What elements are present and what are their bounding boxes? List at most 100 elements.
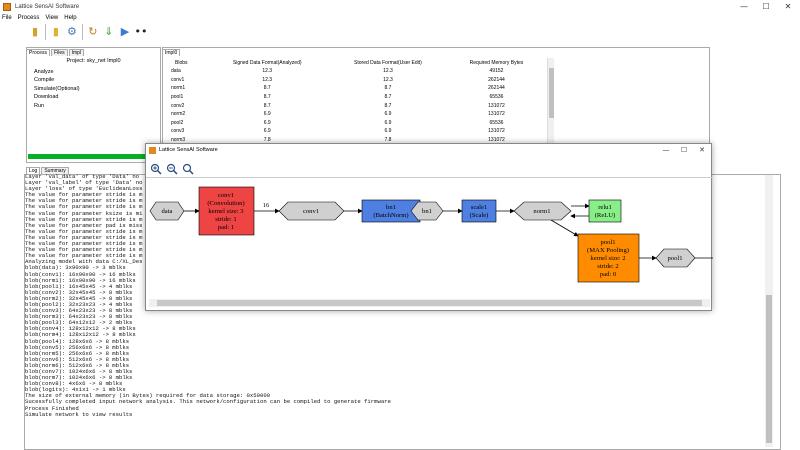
menu-file[interactable]: File — [2, 14, 12, 21]
tab-files[interactable]: Files — [51, 49, 68, 56]
node-conv1-label: conv1 — [303, 208, 319, 215]
menu-help[interactable]: Help — [64, 14, 77, 21]
toolbar: ▮ ▮ ⚙ ↻ ⇓ ▶ •• — [28, 22, 148, 41]
node-bn1-label: bn1 — [422, 208, 432, 215]
table-cell[interactable]: 12.3 — [383, 68, 393, 75]
tab-process[interactable]: Process — [26, 49, 51, 56]
node-data-label: data — [162, 208, 173, 215]
node-pool1[interactable] — [655, 248, 696, 268]
tab-summary[interactable]: Summary — [41, 167, 69, 174]
refresh-icon[interactable]: ↻ — [88, 25, 98, 38]
log-scroll-thumb[interactable] — [766, 295, 772, 443]
log-line: blob(conv2): 32x45x45 -> 8 mblks — [25, 288, 133, 296]
table-cell: 131072 — [488, 137, 505, 144]
popup-title: Lattice SensAI Software — [159, 147, 218, 153]
menu-process[interactable]: Process — [17, 14, 40, 21]
progress-bar — [28, 154, 158, 159]
run-icon[interactable]: ▶ — [120, 25, 130, 38]
open-icon[interactable]: ▮ — [52, 25, 59, 38]
tab-impl[interactable]: Impl — [68, 49, 85, 56]
node-conv1-layer[interactable] — [198, 186, 255, 236]
maximize-button[interactable]: ☐ — [762, 2, 770, 11]
graph-icon[interactable]: •• — [134, 25, 148, 38]
menu-view[interactable]: View — [45, 14, 59, 21]
log-scrollbar[interactable] — [765, 175, 773, 447]
toolbar-separator — [81, 23, 83, 40]
log-line: The value for parameter stride is m — [25, 252, 143, 260]
log-line: blob(conv3): 64x23x23 -> 8 mblks — [25, 307, 133, 315]
table-cell[interactable]: 8.7 — [384, 85, 392, 92]
node-scale1-layer[interactable] — [461, 199, 497, 223]
close-button[interactable]: ✕ — [784, 2, 792, 11]
zoom-fit-icon[interactable] — [181, 162, 194, 175]
log-line: blob(norm1): 16x90x90 -> 16 mblks — [25, 276, 136, 284]
log-line: blob(conv4): 128x12x12 -> 8 mblks — [25, 325, 136, 333]
pool1-line-1: (MAX Pooling) — [587, 247, 629, 254]
node-norm1[interactable] — [513, 201, 572, 221]
log-line: The value for parameter stride is m — [25, 203, 143, 211]
table-cell: 262144 — [488, 85, 505, 92]
node-conv1[interactable] — [278, 201, 345, 221]
node-bn1[interactable] — [410, 201, 444, 221]
log-line: blob(norm5): 256x6x6 -> 8 mblks — [25, 349, 130, 357]
log-line: blob(norm6): 512x6x6 -> 8 mblks — [25, 361, 130, 369]
table-cell[interactable]: 7.8 — [384, 137, 392, 144]
project-title: Project: sky_net Impl0 — [66, 58, 121, 64]
column-header[interactable]: Signed Data Format(Analyzed) — [232, 59, 302, 66]
table-scrollbar[interactable] — [547, 58, 554, 162]
log-line: The size of external memory (in Bytes) r… — [25, 392, 271, 400]
graph-hscrollbar[interactable] — [149, 299, 710, 307]
table-cell[interactable]: 8.7 — [384, 102, 392, 109]
step-analyze[interactable]: Analyze — [34, 69, 54, 75]
download-icon[interactable]: ⇓ — [104, 25, 114, 38]
popup-close-button[interactable]: ✕ — [699, 146, 705, 154]
zoom-in-icon[interactable] — [149, 162, 162, 175]
tab-log[interactable]: Log — [26, 167, 41, 174]
step-simulate[interactable]: Simulate(Optional) — [34, 85, 80, 92]
log-line: The value for parameter stride is m — [25, 197, 143, 205]
node-data[interactable] — [149, 201, 185, 221]
node-relu1-layer[interactable] — [588, 199, 622, 223]
log-line: blob(norm7): 1024x6x6 -> 8 mblks — [25, 374, 133, 382]
new-icon[interactable]: ▮ — [31, 25, 39, 38]
table-scroll-thumb[interactable] — [549, 68, 554, 118]
graph-scroll-thumb[interactable] — [157, 300, 702, 306]
table-cell[interactable]: 12.3 — [383, 76, 393, 83]
step-compile[interactable]: Compile — [34, 77, 55, 84]
table-cell: 6.9 — [263, 119, 271, 126]
table-cell: 131072 — [488, 128, 505, 135]
tab-impl0[interactable]: Impl0 — [162, 49, 181, 56]
node-pool1-layer[interactable] — [577, 233, 640, 283]
popup-minimize-button[interactable]: — — [662, 146, 670, 154]
process-steps: Analyze Compile Simulate(Optional) Downl… — [34, 68, 80, 110]
table-cell[interactable]: 6.9 — [384, 119, 392, 126]
table-cell: norm2 — [171, 111, 186, 118]
table-cell[interactable]: 6.9 — [384, 128, 392, 135]
column-header[interactable]: Stored Data Format(User Edit) — [354, 59, 422, 66]
popup-maximize-button[interactable]: ☐ — [680, 146, 688, 154]
table-cell: pool2 — [171, 119, 184, 126]
zoom-out-icon[interactable] — [165, 162, 178, 175]
step-download[interactable]: Download — [34, 94, 59, 101]
column-header[interactable]: Required Memory Bytes — [469, 59, 524, 66]
settings-icon[interactable]: ⚙ — [67, 25, 77, 38]
step-run[interactable]: Run — [34, 102, 45, 109]
table-cell: 8.7 — [263, 94, 271, 101]
column-header[interactable]: Blobs — [175, 59, 188, 66]
minimize-button[interactable]: — — [740, 2, 748, 11]
conv1-line-1: (Convolution) — [207, 200, 244, 207]
log-line: Layer 'val_label' of type 'Data' no — [25, 179, 143, 187]
table-cell[interactable]: 8.7 — [384, 94, 392, 101]
table-cell[interactable]: 6.9 — [384, 111, 392, 118]
relu1-line-0: relu1 — [598, 204, 612, 211]
